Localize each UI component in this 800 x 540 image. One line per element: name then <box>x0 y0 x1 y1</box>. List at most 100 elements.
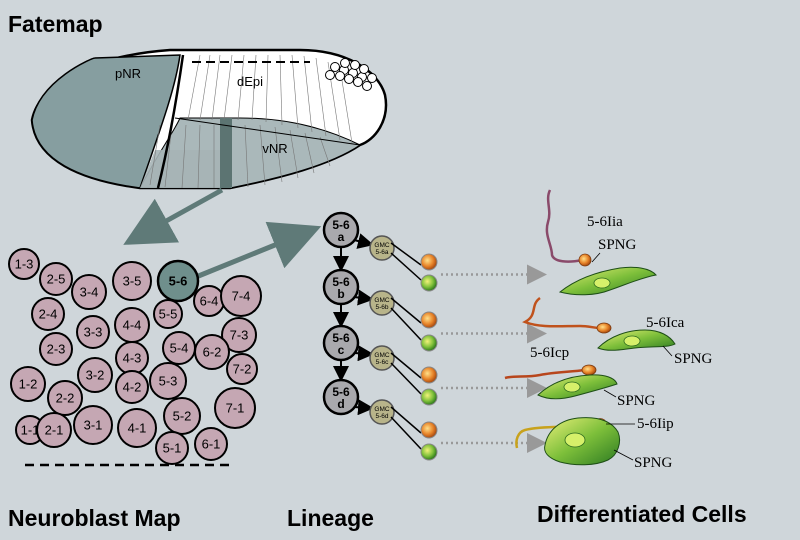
label-iia: 5-6Iia <box>587 214 623 230</box>
neuroblast-label: 3-3 <box>84 325 103 340</box>
label-iip: 5-6Iip <box>637 416 674 432</box>
label-spng-2: SPNG <box>674 351 713 367</box>
neuroblast-3-5: 3-5 <box>112 261 152 301</box>
neuroblast-circle <box>39 332 73 366</box>
daughter-glia <box>420 274 438 292</box>
lineage-gmc-arrow <box>353 345 374 362</box>
daughter-neuron <box>420 253 438 271</box>
neuroblast-label: 4-3 <box>123 351 142 366</box>
neuroblast-circle <box>77 357 113 393</box>
lineage-neuroblast-d: 5-6d <box>322 378 360 416</box>
neuroblast-label: 5-2 <box>173 409 192 424</box>
map-to-lineage-arrow <box>195 221 322 280</box>
gmc-label: GMC <box>374 242 389 249</box>
lineage-neuroblast-c: 5-6c <box>322 324 360 362</box>
pnr-region <box>31 54 181 189</box>
neuroblast-6-4: 6-4 <box>193 285 225 317</box>
neuroblast-label: 5-4 <box>170 341 189 356</box>
gmc-label: GMC <box>374 406 389 413</box>
neuroblast-label: 2-4 <box>39 307 58 322</box>
neuroblast-circle <box>155 431 189 465</box>
neuroblast-label: 3-2 <box>86 368 105 383</box>
neuroblast-circle <box>221 317 257 353</box>
gmc-branch-line <box>390 252 422 281</box>
gmc-circle <box>369 345 395 371</box>
neuroblast-5-5: 5-5 <box>153 299 183 329</box>
label-spng-1: SPNG <box>598 237 637 253</box>
neuroblast-label: 6-1 <box>202 437 221 452</box>
neuroblast-label: 5-6 <box>169 274 188 289</box>
gmc-sub-label: 5-6d <box>375 413 388 420</box>
neuroblast-2-3: 2-3 <box>39 332 73 366</box>
daughter-neuron <box>420 366 438 384</box>
neuroblast-circle <box>39 262 73 296</box>
neuroblast-4-1: 4-1 <box>117 408 157 448</box>
neuroblast-label: 7-3 <box>230 328 249 343</box>
neuroblast-label: 4-1 <box>128 421 147 436</box>
gmc-circle <box>369 235 395 261</box>
lineage-nb-sub: b <box>337 287 344 301</box>
gmc-branch-line <box>390 307 422 341</box>
lineage-nb-label: 5-6 <box>332 385 350 399</box>
lineage-gmc-arrow <box>353 289 374 306</box>
label-ica: 5-6Ica <box>646 315 685 331</box>
neuron-iia <box>578 253 592 267</box>
daughter-glia <box>420 443 438 461</box>
neuroblast-circle <box>47 380 83 416</box>
gmc-circle <box>369 399 395 425</box>
gmc-sub-label: 5-6c <box>376 359 389 366</box>
lineage-nb-sub: a <box>338 230 345 244</box>
neuroblast-label: 5-5 <box>159 307 178 322</box>
neuroblast-label: 3-5 <box>123 274 142 289</box>
neuroblast-5-4: 5-4 <box>162 331 196 365</box>
neuroblast-7-1: 7-1 <box>214 387 256 429</box>
neuroblast-label: 3-1 <box>84 418 103 433</box>
gmc-branch-line <box>390 362 422 395</box>
label-spng-3: SPNG <box>617 393 656 409</box>
neuron-icp <box>581 364 597 376</box>
neuroblast-circle <box>31 297 65 331</box>
neuroblast-4-2: 4-2 <box>115 370 149 404</box>
neuroblast-circle <box>153 299 183 329</box>
lineage-nb-sub: c <box>338 343 345 357</box>
neuroblast-4-3: 4-3 <box>115 341 149 375</box>
fatemap-embryo: pNR dEpi vNR <box>30 48 388 190</box>
differentiated-cells: 5-6Iia SPNG 5-6Ica SPNG 5-6Icp SPNG 5-6I… <box>504 189 713 471</box>
neuroblast-3-2: 3-2 <box>77 357 113 393</box>
lineage-nb-label: 5-6 <box>332 331 350 345</box>
daughter-neuron <box>420 421 438 439</box>
neuroblast-2-1: 2-1 <box>36 412 72 448</box>
vnr-label: vNR <box>262 141 287 156</box>
lineage-gmc-arrow <box>353 399 374 416</box>
neuroblast-circle <box>194 427 228 461</box>
axon-iia <box>545 189 583 263</box>
neuroblast-map-title: Neuroblast Map <box>8 505 181 531</box>
neuron-ica <box>596 322 612 334</box>
neuroblast-5-1: 5-1 <box>155 431 189 465</box>
daughter-neuron <box>420 311 438 329</box>
lineage-neuroblast-a: 5-6a <box>322 211 360 249</box>
neuroblast-circle <box>220 275 262 317</box>
neuroblast-label: 1-3 <box>15 257 34 272</box>
lineage-nb-sub: d <box>337 397 344 411</box>
neuroblast-circle <box>117 408 157 448</box>
gmc-sub-label: 5-6a <box>375 249 388 256</box>
neuroblast-circle <box>214 387 256 429</box>
neuroblast-5-3: 5-3 <box>149 362 187 400</box>
neuroblast-circle <box>156 259 200 303</box>
neuroblast-circle <box>194 334 230 370</box>
lineage-nb-circle <box>322 378 360 416</box>
label-spng-4: SPNG <box>634 455 673 471</box>
neuroblast-label: 1-2 <box>19 377 38 392</box>
neuroblast-3-4: 3-4 <box>71 274 107 310</box>
neuroblast-label: 5-3 <box>159 374 178 389</box>
fatemap-title: Fatemap <box>8 11 103 37</box>
neuroblast-label: 4-2 <box>123 380 142 395</box>
neuroblast-2-5: 2-5 <box>39 262 73 296</box>
